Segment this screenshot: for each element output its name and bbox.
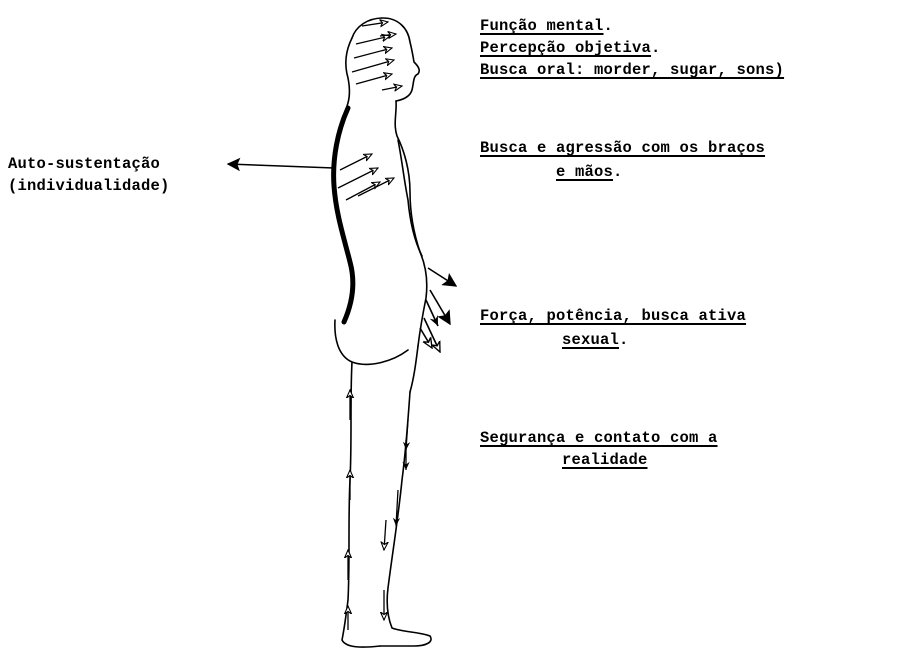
pelvic-energy-arrows bbox=[420, 268, 456, 352]
label-legs-1: Segurança e contato com a bbox=[480, 428, 718, 448]
label-back-2: (individualidade) bbox=[8, 176, 170, 196]
label-back-1: Auto-sustentação bbox=[8, 154, 160, 174]
label-head-3: Busca oral: morder, sugar, sons) bbox=[480, 60, 784, 80]
label-pelvis-2: sexual. bbox=[562, 330, 629, 350]
label-arms-1: Busca e agressão com os braços bbox=[480, 138, 765, 158]
torso-energy-arrows bbox=[338, 154, 394, 200]
label-legs-2: realidade bbox=[562, 450, 648, 470]
label-arms-2: e mãos. bbox=[556, 162, 623, 182]
label-head-2: Percepção objetiva. bbox=[480, 38, 661, 58]
label-pelvis-1: Força, potência, busca ativa bbox=[480, 306, 746, 326]
head-energy-arrows bbox=[352, 22, 402, 90]
human-silhouette bbox=[335, 18, 431, 647]
label-head-1: Função mental. bbox=[480, 16, 613, 36]
back-pointer-arrow bbox=[228, 164, 334, 168]
spine-line bbox=[334, 108, 353, 322]
